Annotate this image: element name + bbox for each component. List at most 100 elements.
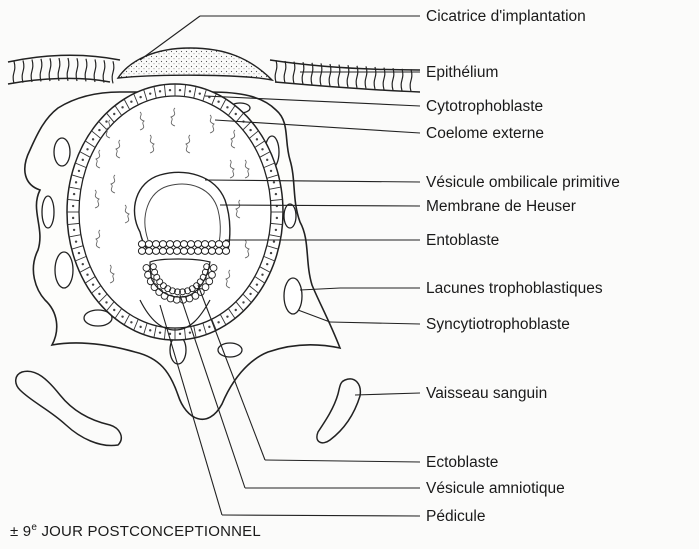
cell-nucleus [139, 96, 141, 98]
epithelium-cell [58, 58, 60, 81]
cell-nucleus [276, 217, 278, 219]
cell-nucleus [73, 193, 75, 195]
label-epithelium: Epithélium [426, 64, 498, 82]
entoblast-cell [180, 248, 187, 255]
epithelium-cell [374, 67, 376, 89]
cell-nucleus [105, 120, 107, 122]
label-coelome-externe: Coelome externe [426, 125, 544, 143]
label-ectoblaste: Ectoblaste [426, 454, 498, 472]
entoblast-cell [166, 241, 173, 248]
cell-nucleus [261, 148, 263, 150]
cell-nucleus [92, 283, 94, 285]
epithelium-cell [76, 58, 78, 81]
epithelium-cell [13, 61, 15, 83]
cell-nucleus [266, 159, 268, 161]
epithelium-cell [94, 59, 96, 82]
entoblast-cell [215, 241, 222, 248]
cell-nucleus [208, 326, 210, 328]
epithelium-cell [275, 60, 277, 82]
cell-nucleus [92, 138, 94, 140]
cell-nucleus [256, 138, 258, 140]
cell-nucleus [78, 170, 80, 172]
cell-nucleus [179, 333, 181, 335]
cell-nucleus [130, 101, 132, 103]
epithelium-cell [284, 61, 286, 83]
cell-nucleus [78, 252, 80, 254]
epithelium-cell [85, 59, 87, 82]
entoblast-cell [159, 248, 166, 255]
cell-nucleus [189, 331, 191, 333]
label-cicatrice-implantation: Cicatrice d'implantation [426, 8, 586, 26]
entoblast-cell [215, 248, 222, 255]
cell-nucleus [149, 329, 151, 331]
cell-nucleus [275, 193, 277, 195]
entoblast-cell [173, 248, 180, 255]
label-pedicule: Pédicule [426, 508, 485, 526]
cell-nucleus [226, 315, 228, 317]
cell-nucleus [270, 252, 272, 254]
cell-nucleus [98, 293, 100, 295]
entoblast-cell [180, 241, 187, 248]
label-vesicule-ombilicale: Vésicule ombilicale primitive [426, 174, 620, 192]
cell-nucleus [249, 293, 251, 295]
entoblast-cell [138, 248, 145, 255]
entoblast-cell [201, 241, 208, 248]
entoblast-cell [187, 248, 194, 255]
diagram-caption: ± 9e JOUR POSTCONCEPTIONNEL [10, 522, 261, 540]
implantation-scar [118, 48, 272, 80]
cell-nucleus [98, 129, 100, 131]
cell-nucleus [139, 326, 141, 328]
cell-nucleus [86, 274, 88, 276]
caption-prefix: ± 9 [10, 523, 31, 540]
cell-nucleus [217, 101, 219, 103]
cell-nucleus [72, 217, 74, 219]
epithelium-cell [112, 61, 114, 83]
cell-nucleus [159, 331, 161, 333]
label-vesicule-amniotique: Vésicule amniotique [426, 480, 565, 498]
cell-nucleus [199, 329, 201, 331]
cell-nucleus [113, 309, 115, 311]
epithelium-cell [67, 58, 69, 81]
label-cytotrophoblaste: Cytotrophoblaste [426, 98, 543, 116]
cell-nucleus [121, 106, 123, 108]
epithelium-cell [410, 69, 412, 91]
cell-nucleus [256, 283, 258, 285]
cell-nucleus [235, 309, 237, 311]
cell-nucleus [149, 92, 151, 94]
cell-nucleus [199, 92, 201, 94]
cell-nucleus [235, 113, 237, 115]
cell-nucleus [217, 321, 219, 323]
epithelium-cell [365, 66, 367, 88]
cell-nucleus [73, 229, 75, 231]
epithelium-cell [311, 63, 313, 85]
cell-nucleus [273, 181, 275, 183]
entoblast-cell [159, 241, 166, 248]
cell-nucleus [121, 315, 123, 317]
entoblast-cell [208, 241, 215, 248]
epithelium-cell [49, 58, 51, 81]
entoblast-cell [194, 241, 201, 248]
epithelium-cell [31, 60, 33, 82]
label-syncytiotrophoblaste: Syncytiotrophoblaste [426, 316, 570, 334]
cell-nucleus [275, 229, 277, 231]
entoblast-cell [138, 241, 145, 248]
cell-nucleus [249, 129, 251, 131]
entoblast-cell [152, 241, 159, 248]
cell-nucleus [75, 240, 77, 242]
cell-nucleus [270, 170, 272, 172]
epithelium-cell [40, 59, 42, 82]
cell-nucleus [105, 301, 107, 303]
entoblast-cell [222, 241, 229, 248]
epithelium-cell [383, 68, 385, 90]
entoblast-cell [145, 241, 152, 248]
label-membrane-heuser: Membrane de Heuser [426, 198, 576, 216]
cell-nucleus [169, 89, 171, 91]
cell-nucleus [273, 240, 275, 242]
cell-nucleus [242, 301, 244, 303]
cell-nucleus [179, 89, 181, 91]
entoblast-cell [187, 241, 194, 248]
cell-nucleus [86, 148, 88, 150]
cell-nucleus [113, 113, 115, 115]
caption-suffix: JOUR POSTCONCEPTIONNEL [37, 523, 261, 540]
label-vaisseau-sanguin: Vaisseau sanguin [426, 385, 547, 403]
